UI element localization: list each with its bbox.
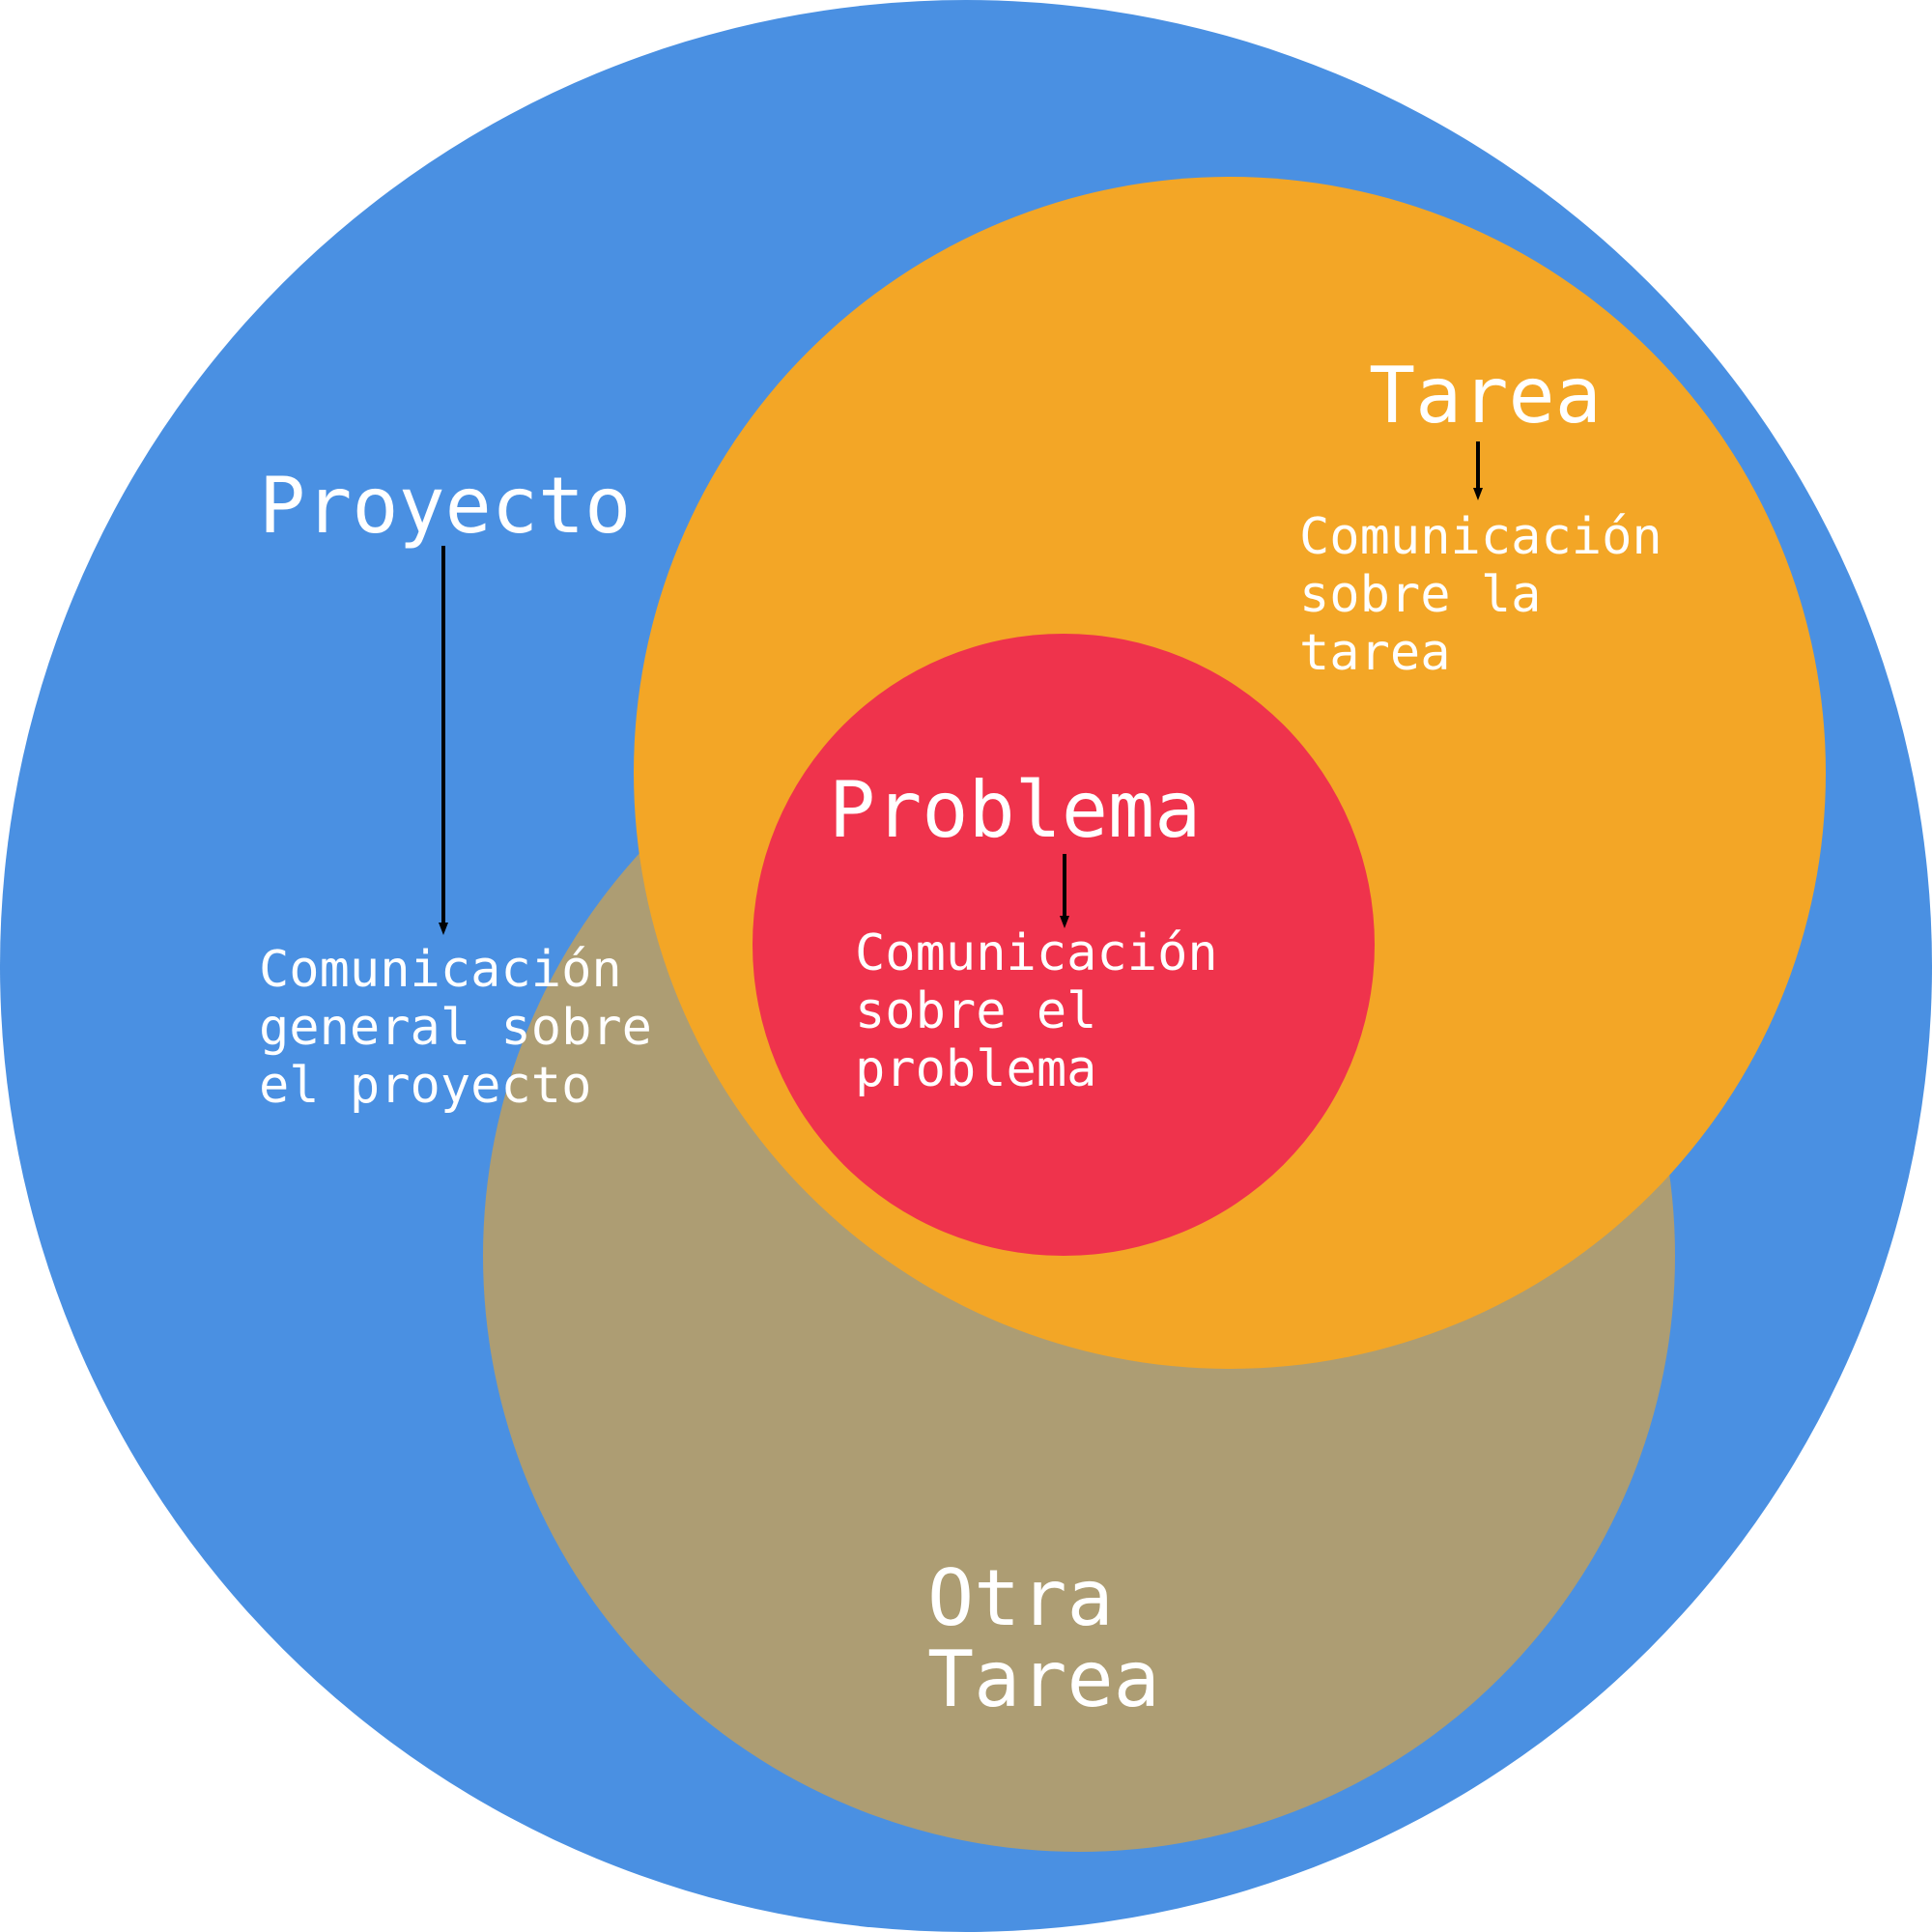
otra-tarea-title-line-2: Tarea bbox=[927, 1634, 1160, 1724]
tarea-arrow-head bbox=[1473, 488, 1483, 500]
proyecto-description-line-2: general sobre bbox=[259, 999, 652, 1057]
tarea-title: Tarea bbox=[1369, 351, 1602, 440]
problema-arrow-head bbox=[1060, 916, 1069, 928]
tarea-description-line-1: Comunicación bbox=[1299, 508, 1662, 566]
problema-title: Problema bbox=[829, 765, 1201, 855]
proyecto-description-line-3: el proyecto bbox=[259, 1057, 591, 1115]
proyecto-title: Proyecto bbox=[259, 461, 631, 551]
problema-description-line-3: problema bbox=[855, 1040, 1096, 1098]
problema-description-line-1: Comunicación bbox=[855, 924, 1218, 982]
tarea-description-line-3: tarea bbox=[1299, 624, 1451, 682]
tarea-description-line-2: sobre la bbox=[1299, 566, 1541, 624]
problema-description-line-2: sobre el bbox=[855, 982, 1096, 1040]
proyecto-description-line-1: Comunicación bbox=[259, 941, 622, 999]
problema-circle bbox=[753, 634, 1375, 1256]
proyecto-arrow-head bbox=[439, 923, 448, 935]
otra-tarea-title-line-1: Otra bbox=[927, 1553, 1114, 1643]
